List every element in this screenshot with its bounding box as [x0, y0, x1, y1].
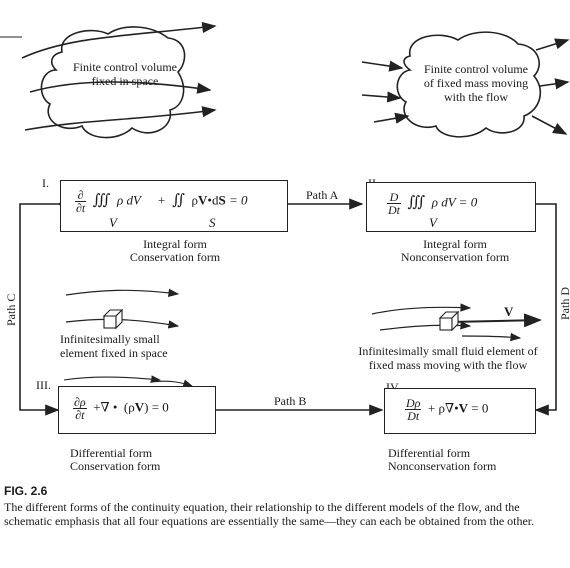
- control-volume-moving-blob: [396, 31, 542, 138]
- element-cube-fixed: [102, 308, 124, 330]
- path-b-label: Path B: [274, 394, 307, 408]
- element-cube-moving: [438, 310, 460, 332]
- figure-label: FIG. 2.6: [4, 484, 48, 498]
- equation-differential-conservation: ∂ρ∂t +∇ • (ρV) = 0: [73, 395, 169, 422]
- moving-volume-label: Finite control volume of fixed mass movi…: [423, 62, 529, 104]
- figure-caption: The different forms of the continuity eq…: [4, 500, 535, 528]
- box-iii-form: Differential form: [70, 446, 153, 460]
- fixed-element-label: Infinitesimally small element fixed in s…: [60, 332, 168, 360]
- velocity-label: V: [504, 304, 514, 319]
- box-iv-form: Differential form: [388, 446, 471, 460]
- box-ii-form: Integral form: [423, 237, 487, 251]
- moving-element-label: Infinitesimally small fluid element of f…: [358, 344, 538, 372]
- box-i-form: Integral form: [143, 237, 207, 251]
- control-volume-fixed-blob: [40, 26, 186, 139]
- box-ii-form-kind: Nonconservation form: [400, 250, 510, 264]
- fixed-volume-label: Finite control volume fixed in space: [73, 60, 177, 88]
- box-i-numeral: I.: [42, 176, 49, 190]
- path-c-label: Path C: [4, 293, 18, 326]
- equation-integral-conservation: ∂∂t ∭ ρ dV + ∬ ρV•dS = 0: [75, 188, 248, 215]
- equation-box-iii: ∂ρ∂t +∇ • (ρV) = 0: [58, 386, 216, 434]
- path-d-arrow: [523, 198, 557, 416]
- path-d-label: Path D: [558, 287, 570, 320]
- box-iii-numeral: III.: [36, 378, 51, 392]
- box-iv-form-kind: Nonconservation form: [388, 459, 497, 473]
- path-a-label: Path A: [306, 188, 339, 202]
- flow-arrow-1: [21, 21, 217, 59]
- box-iii-form-kind: Conservation form: [70, 459, 161, 473]
- path-c-arrow: [19, 198, 71, 416]
- equation-box-i: ∂∂t ∭ ρ dV + ∬ ρV•dS = 0 V S: [60, 180, 288, 232]
- flow-arrow-2: [29, 81, 212, 94]
- flow-arrow-3: [24, 106, 217, 131]
- box-i-form-kind: Conservation form: [129, 250, 221, 264]
